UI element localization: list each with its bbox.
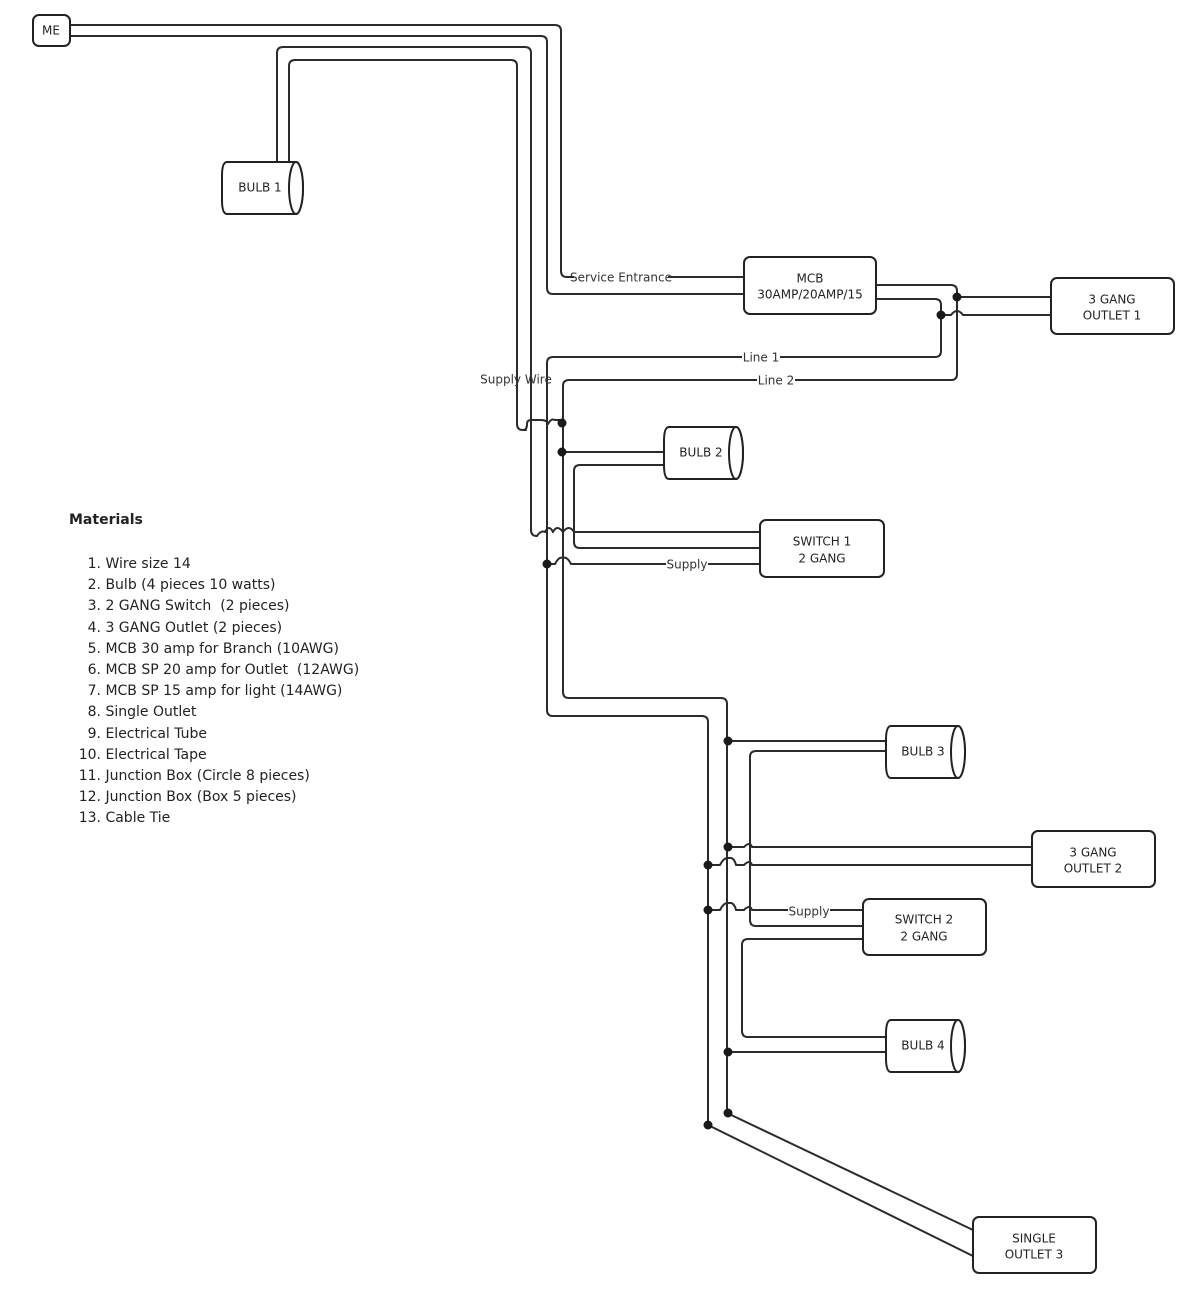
main-entrance-box[interactable]: ME (32, 14, 71, 47)
bulb-icon (288, 161, 304, 215)
switch2-line2: 2 GANG (900, 930, 947, 944)
wire-bulb3-bottom (749, 750, 887, 927)
wire-bulb1-a (276, 46, 538, 537)
junction-dot (703, 905, 713, 915)
materials-item: 13. Cable Tie (78, 810, 171, 827)
bulb1-label: BULB 1 (238, 181, 281, 195)
label-supply-wire: Supply Wire (480, 373, 552, 387)
wire-switch2-supply (707, 901, 863, 911)
wire-outlet2-top (726, 843, 1033, 848)
outlet1-line1: 3 GANG (1088, 293, 1135, 307)
bulb3-label: BULB 3 (901, 745, 944, 759)
materials-item: 1. Wire size 14 (87, 556, 191, 572)
wire-line1 (546, 314, 942, 1126)
bulb4-label: BULB 4 (901, 1039, 944, 1053)
materials-item: 4. 3 GANG Outlet (2 pieces) (87, 619, 283, 636)
wire-bulb1-b (288, 59, 527, 431)
wire-outlet3-bottom (707, 1124, 974, 1257)
materials-panel: Materials 1. Wire size 14 2. Bulb (4 pie… (69, 512, 359, 830)
outlet3-line2: OUTLET 3 (1005, 1248, 1064, 1262)
materials-list: 1. Wire size 14 2. Bulb (4 pieces 10 wat… (69, 554, 359, 830)
bulb-icon (950, 1019, 966, 1073)
materials-title: Materials (69, 512, 143, 528)
junction-dot (936, 310, 946, 320)
junction-dot (703, 1120, 713, 1130)
wire-mcb-outlet1-top (875, 284, 1051, 298)
mcb-box[interactable]: MCB 30AMP/20AMP/15 (743, 256, 877, 315)
junction-dot (557, 447, 567, 457)
outlet1-line2: OUTLET 1 (1083, 309, 1142, 323)
mcb-rating: 30AMP/20AMP/15 (757, 288, 863, 302)
switch-1[interactable]: SWITCH 1 2 GANG (759, 519, 885, 578)
materials-item: 7. MCB SP 15 amp for light (14AWG) (87, 683, 343, 700)
junction-dot (952, 292, 962, 302)
materials-item: 6. MCB SP 20 amp for Outlet (12AWG) (87, 662, 360, 679)
materials-item: 2. Bulb (4 pieces 10 watts) (87, 577, 276, 594)
bulb-icon (728, 426, 744, 480)
materials-item: 12. Junction Box (Box 5 pieces) (78, 789, 297, 806)
switch2-line1: SWITCH 2 (895, 913, 954, 927)
bulb-icon (950, 725, 966, 779)
bulb2-label: BULB 2 (679, 446, 722, 460)
wire-bulb2-bottom (573, 464, 761, 549)
outlet2-line1: 3 GANG (1069, 846, 1116, 860)
outlet3-line1: SINGLE (1012, 1232, 1056, 1246)
junction-dot (542, 559, 552, 569)
switch1-line1: SWITCH 1 (793, 535, 852, 549)
materials-item: 11. Junction Box (Circle 8 pieces) (78, 768, 310, 785)
junction-dot (723, 1108, 733, 1118)
outlet-2[interactable]: 3 GANG OUTLET 2 (1031, 830, 1156, 888)
bulb-1[interactable]: BULB 1 (221, 161, 304, 215)
materials-item: 3. 2 GANG Switch (2 pieces) (87, 598, 290, 615)
junction-dot (723, 842, 733, 852)
wire-labels: Service Entrance Line 1 Line 2 Supply Wi… (480, 270, 830, 919)
wire-mcb-outlet1-bottom (875, 298, 1051, 316)
bulb-4[interactable]: BULB 4 (885, 1019, 966, 1073)
me-label: ME (42, 24, 60, 38)
wire-service-entrance-top (69, 24, 745, 278)
junction-dots (542, 292, 962, 1130)
label-supply-switch2: Supply (789, 905, 830, 919)
wire-outlet3-top (726, 1112, 974, 1231)
outlet-1[interactable]: 3 GANG OUTLET 1 (1050, 277, 1175, 335)
wire-switch1-supply (546, 556, 761, 565)
junction-dot (723, 736, 733, 746)
materials-item: 10. Electrical Tape (78, 746, 207, 763)
junction-dot (703, 860, 713, 870)
label-line2: Line 2 (758, 374, 794, 388)
mcb-title: MCB (797, 272, 824, 286)
junction-dot (723, 1047, 733, 1057)
wire-supply-wire-hop (522, 418, 563, 431)
materials-item: 9. Electrical Tube (87, 725, 208, 742)
wire-line2 (562, 296, 958, 1114)
bulb-2[interactable]: BULB 2 (663, 426, 744, 480)
wire-outlet2-bottom (707, 856, 1033, 866)
label-line1: Line 1 (743, 351, 779, 365)
label-service-entrance: Service Entrance (570, 271, 672, 285)
materials-item: 5. MCB 30 amp for Branch (10AWG) (87, 640, 339, 657)
wire-switch1-top (536, 527, 761, 537)
wires (69, 24, 1051, 1257)
switch1-line2: 2 GANG (798, 552, 845, 566)
wire-switch2-bulb4 (741, 938, 887, 1038)
outlet2-line2: OUTLET 2 (1064, 862, 1123, 876)
wire-service-entrance-bottom (69, 35, 745, 295)
label-supply-switch1: Supply (667, 558, 708, 572)
outlet-3[interactable]: SINGLE OUTLET 3 (972, 1216, 1097, 1274)
switch-2[interactable]: SWITCH 2 2 GANG (862, 898, 987, 956)
bulb-3[interactable]: BULB 3 (885, 725, 966, 779)
junction-dot (557, 418, 567, 428)
materials-item: 8. Single Outlet (87, 704, 197, 721)
